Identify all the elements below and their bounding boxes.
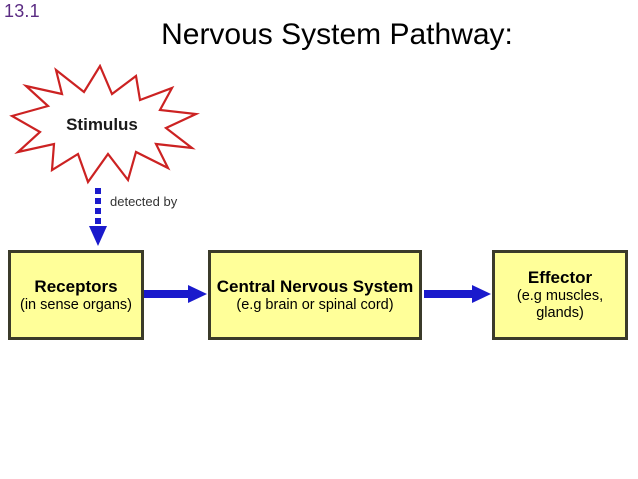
detected-by-arrow-icon <box>89 188 107 246</box>
flow-box-receptors-subtitle: (in sense organs) <box>19 296 133 313</box>
stimulus-label: Stimulus <box>66 115 138 134</box>
detected-by-label: detected by <box>110 194 178 209</box>
stimulus-starburst: Stimulus <box>4 64 200 188</box>
flow-box-receptors[interactable]: Receptors (in sense organs) <box>8 250 144 340</box>
page-title: Nervous System Pathway: <box>161 18 513 51</box>
flow-box-receptors-title: Receptors <box>34 276 118 296</box>
flow-box-effector[interactable]: Effector (e.g muscles, glands) <box>492 250 628 340</box>
slide-number: 13.1 <box>4 1 40 21</box>
arrow-receptors-to-cns-icon <box>144 285 207 303</box>
flow-box-effector-subtitle: (e.g muscles, glands) <box>516 288 604 322</box>
arrow-cns-to-effector-icon <box>424 285 491 303</box>
flow-box-cns-subtitle: (e.g brain or spinal cord) <box>236 296 394 313</box>
flow-box-cns-title: Central Nervous System <box>216 276 414 296</box>
flow-box-effector-title: Effector <box>527 268 593 288</box>
starburst-icon <box>9 64 200 185</box>
flow-box-central-nervous-system[interactable]: Central Nervous System (e.g brain or spi… <box>208 250 422 340</box>
